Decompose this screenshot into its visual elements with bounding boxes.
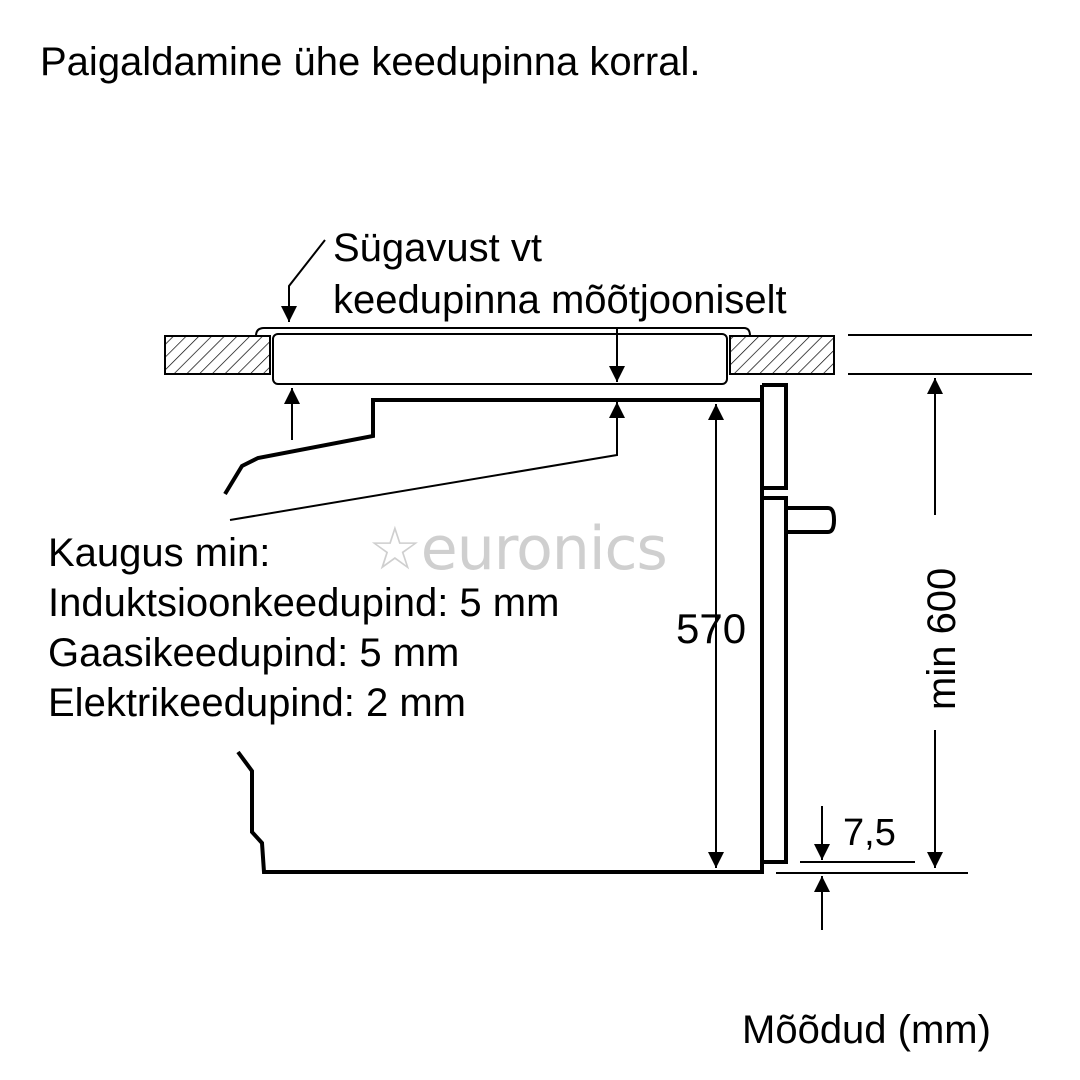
distance-heading: Kaugus min: <box>48 531 271 575</box>
oven <box>223 383 837 874</box>
depth-note-line2: keedupinna mõõtjooniselt <box>333 278 787 322</box>
dimension-lines <box>229 239 968 930</box>
distance-electric: Elektrikeedupind: 2 mm <box>48 681 466 725</box>
distance-note: Kaugus min: Induktsioonkeedupind: 5 mm G… <box>48 528 559 728</box>
oven-height-dimension: 570 <box>676 605 747 652</box>
bottom-gap-dimension: 7,5 <box>843 812 896 854</box>
depth-note-line1: Sügavust vt <box>333 226 543 270</box>
depth-note: Sügavust vt keedupinna mõõtjooniselt <box>333 222 787 326</box>
countertop <box>164 334 1032 375</box>
cooktop <box>255 327 751 385</box>
distance-induction: Induktsioonkeedupind: 5 mm <box>48 581 560 625</box>
diagram-title: Paigaldamine ühe keedupinna korral. <box>40 40 701 84</box>
star-icon: ☆ <box>368 514 422 584</box>
units-label: Mõõdud (mm) <box>742 1008 991 1052</box>
watermark: ☆euronics <box>368 514 668 584</box>
distance-gas: Gaasikeedupind: 5 mm <box>48 631 460 675</box>
watermark-text: euronics <box>420 514 668 584</box>
niche-height-dimension: min 600 <box>920 567 964 710</box>
